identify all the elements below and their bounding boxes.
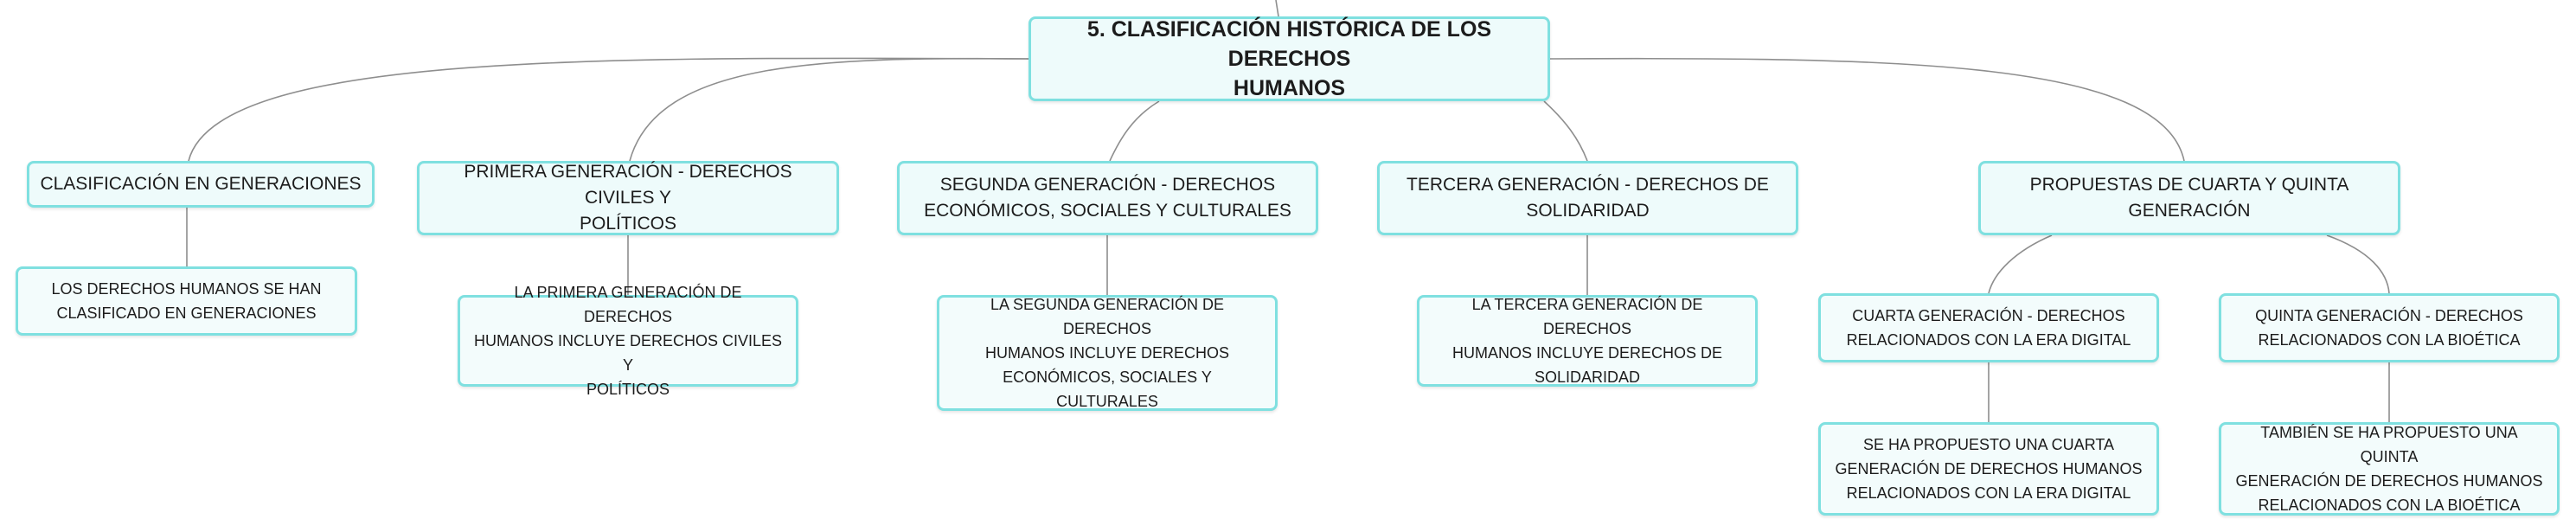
root-title-line-1: 5. CLASIFICACIÓN HISTÓRICA DE LOS DERECH… [1086,17,1492,71]
subtopic-line-2: CLASIFICADO EN GENERACIONES [56,304,317,322]
connector-root-segunda [1109,100,1160,162]
subtopic-line-2: GENERACIÓN DE DERECHOS HUMANOS [2235,472,2543,490]
subtopic-line-3: POLÍTICOS [586,381,670,398]
subtopic-line-2: RELACIONADOS CON LA ERA DIGITAL [1846,331,2131,349]
subtopic-line-2: HUMANOS INCLUYE DERECHOS DE [1451,344,1723,362]
subtopic-line-3: RELACIONADOS CON LA ERA DIGITAL [1846,484,2131,502]
connector-parent-root [1275,0,1279,17]
topic-label-line-1: PRIMERA GENERACIÓN - DERECHOS CIVILES Y [464,162,792,208]
topic-label-line-2: POLÍTICOS [579,214,677,234]
subtopic-primera-detail[interactable]: LA PRIMERA GENERACIÓN DE DERECHOS HUMANO… [458,284,798,398]
subtopic-line-1: SE HA PROPUESTO UNA CUARTA [1862,436,2115,453]
subtopic-line-1: QUINTA GENERACIÓN - DERECHOS [2255,307,2523,324]
subtopic-line-2: GENERACIÓN DE DERECHOS HUMANOS [1835,460,2143,478]
connector-root-generaciones [188,57,1029,162]
connector-root-propuestas [1549,57,2185,162]
topic-label-line-1: TERCERA GENERACIÓN - DERECHOS DE [1407,175,1769,195]
subtopic-line-1: LA TERCERA GENERACIÓN DE DERECHOS [1471,296,1703,337]
subtopic-line-3: RELACIONADOS CON LA BIOÉTICA [2258,497,2521,514]
subtopic-line-1: LA SEGUNDA GENERACIÓN DE DERECHOS [990,296,1225,337]
subtopic-quinta-generacion[interactable]: QUINTA GENERACIÓN - DERECHOS RELACIONADO… [2219,293,2560,362]
connector-propuestas-cuarta [1988,234,2053,294]
subtopic-line-1: LA PRIMERA GENERACIÓN DE DERECHOS [514,284,742,325]
subtopic-line-2: RELACIONADOS CON LA BIOÉTICA [2258,331,2521,349]
topic-label-line-1: SEGUNDA GENERACIÓN - DERECHOS [939,175,1276,195]
connector-root-primera [629,57,1029,162]
topic-label: CLASIFICACIÓN EN GENERACIONES [40,174,362,194]
subtopic-cuarta-detail[interactable]: SE HA PROPUESTO UNA CUARTA GENERACIÓN DE… [1818,422,2159,516]
connector-propuestas-quinta [2326,234,2390,294]
topic-clasificacion-generaciones[interactable]: CLASIFICACIÓN EN GENERACIONES [27,161,375,208]
subtopic-line-1: LOS DERECHOS HUMANOS SE HAN [51,280,322,298]
root-node[interactable]: 5. CLASIFICACIÓN HISTÓRICA DE LOS DERECH… [1028,16,1550,101]
subtopic-line-1: CUARTA GENERACIÓN - DERECHOS [1852,307,2125,324]
topic-tercera-generacion[interactable]: TERCERA GENERACIÓN - DERECHOS DE SOLIDAR… [1377,161,1798,235]
subtopic-generaciones-detail[interactable]: LOS DERECHOS HUMANOS SE HAN CLASIFICADO … [16,266,357,336]
subtopic-quinta-detail[interactable]: TAMBIÉN SE HA PROPUESTO UNA QUINTA GENER… [2219,422,2560,516]
topic-label-line-2: ECONÓMICOS, SOCIALES Y CULTURALES [924,201,1291,221]
subtopic-line-2: HUMANOS INCLUYE DERECHOS CIVILES Y [473,332,783,374]
topic-primera-generacion[interactable]: PRIMERA GENERACIÓN - DERECHOS CIVILES Y … [417,161,839,235]
subtopic-segunda-detail[interactable]: LA SEGUNDA GENERACIÓN DE DERECHOS HUMANO… [937,295,1278,411]
subtopic-cuarta-generacion[interactable]: CUARTA GENERACIÓN - DERECHOS RELACIONADO… [1818,293,2159,362]
topic-propuestas-cuarta-quinta[interactable]: PROPUESTAS DE CUARTA Y QUINTA GENERACIÓN [1978,161,2400,235]
topic-label: PROPUESTAS DE CUARTA Y QUINTA GENERACIÓN [2029,175,2349,221]
topic-segunda-generacion[interactable]: SEGUNDA GENERACIÓN - DERECHOS ECONÓMICOS… [897,161,1318,235]
connector-root-tercera [1543,100,1588,162]
subtopic-line-2: HUMANOS INCLUYE DERECHOS [984,344,1230,362]
subtopic-line-3: SOLIDARIDAD [1534,369,1641,386]
root-title-line-2: HUMANOS [1233,76,1346,100]
topic-label-line-2: SOLIDARIDAD [1526,201,1650,221]
subtopic-line-1: TAMBIÉN SE HA PROPUESTO UNA QUINTA [2260,424,2518,465]
subtopic-tercera-detail[interactable]: LA TERCERA GENERACIÓN DE DERECHOS HUMANO… [1417,295,1758,387]
subtopic-line-3: ECONÓMICOS, SOCIALES Y CULTURALES [1003,369,1212,410]
